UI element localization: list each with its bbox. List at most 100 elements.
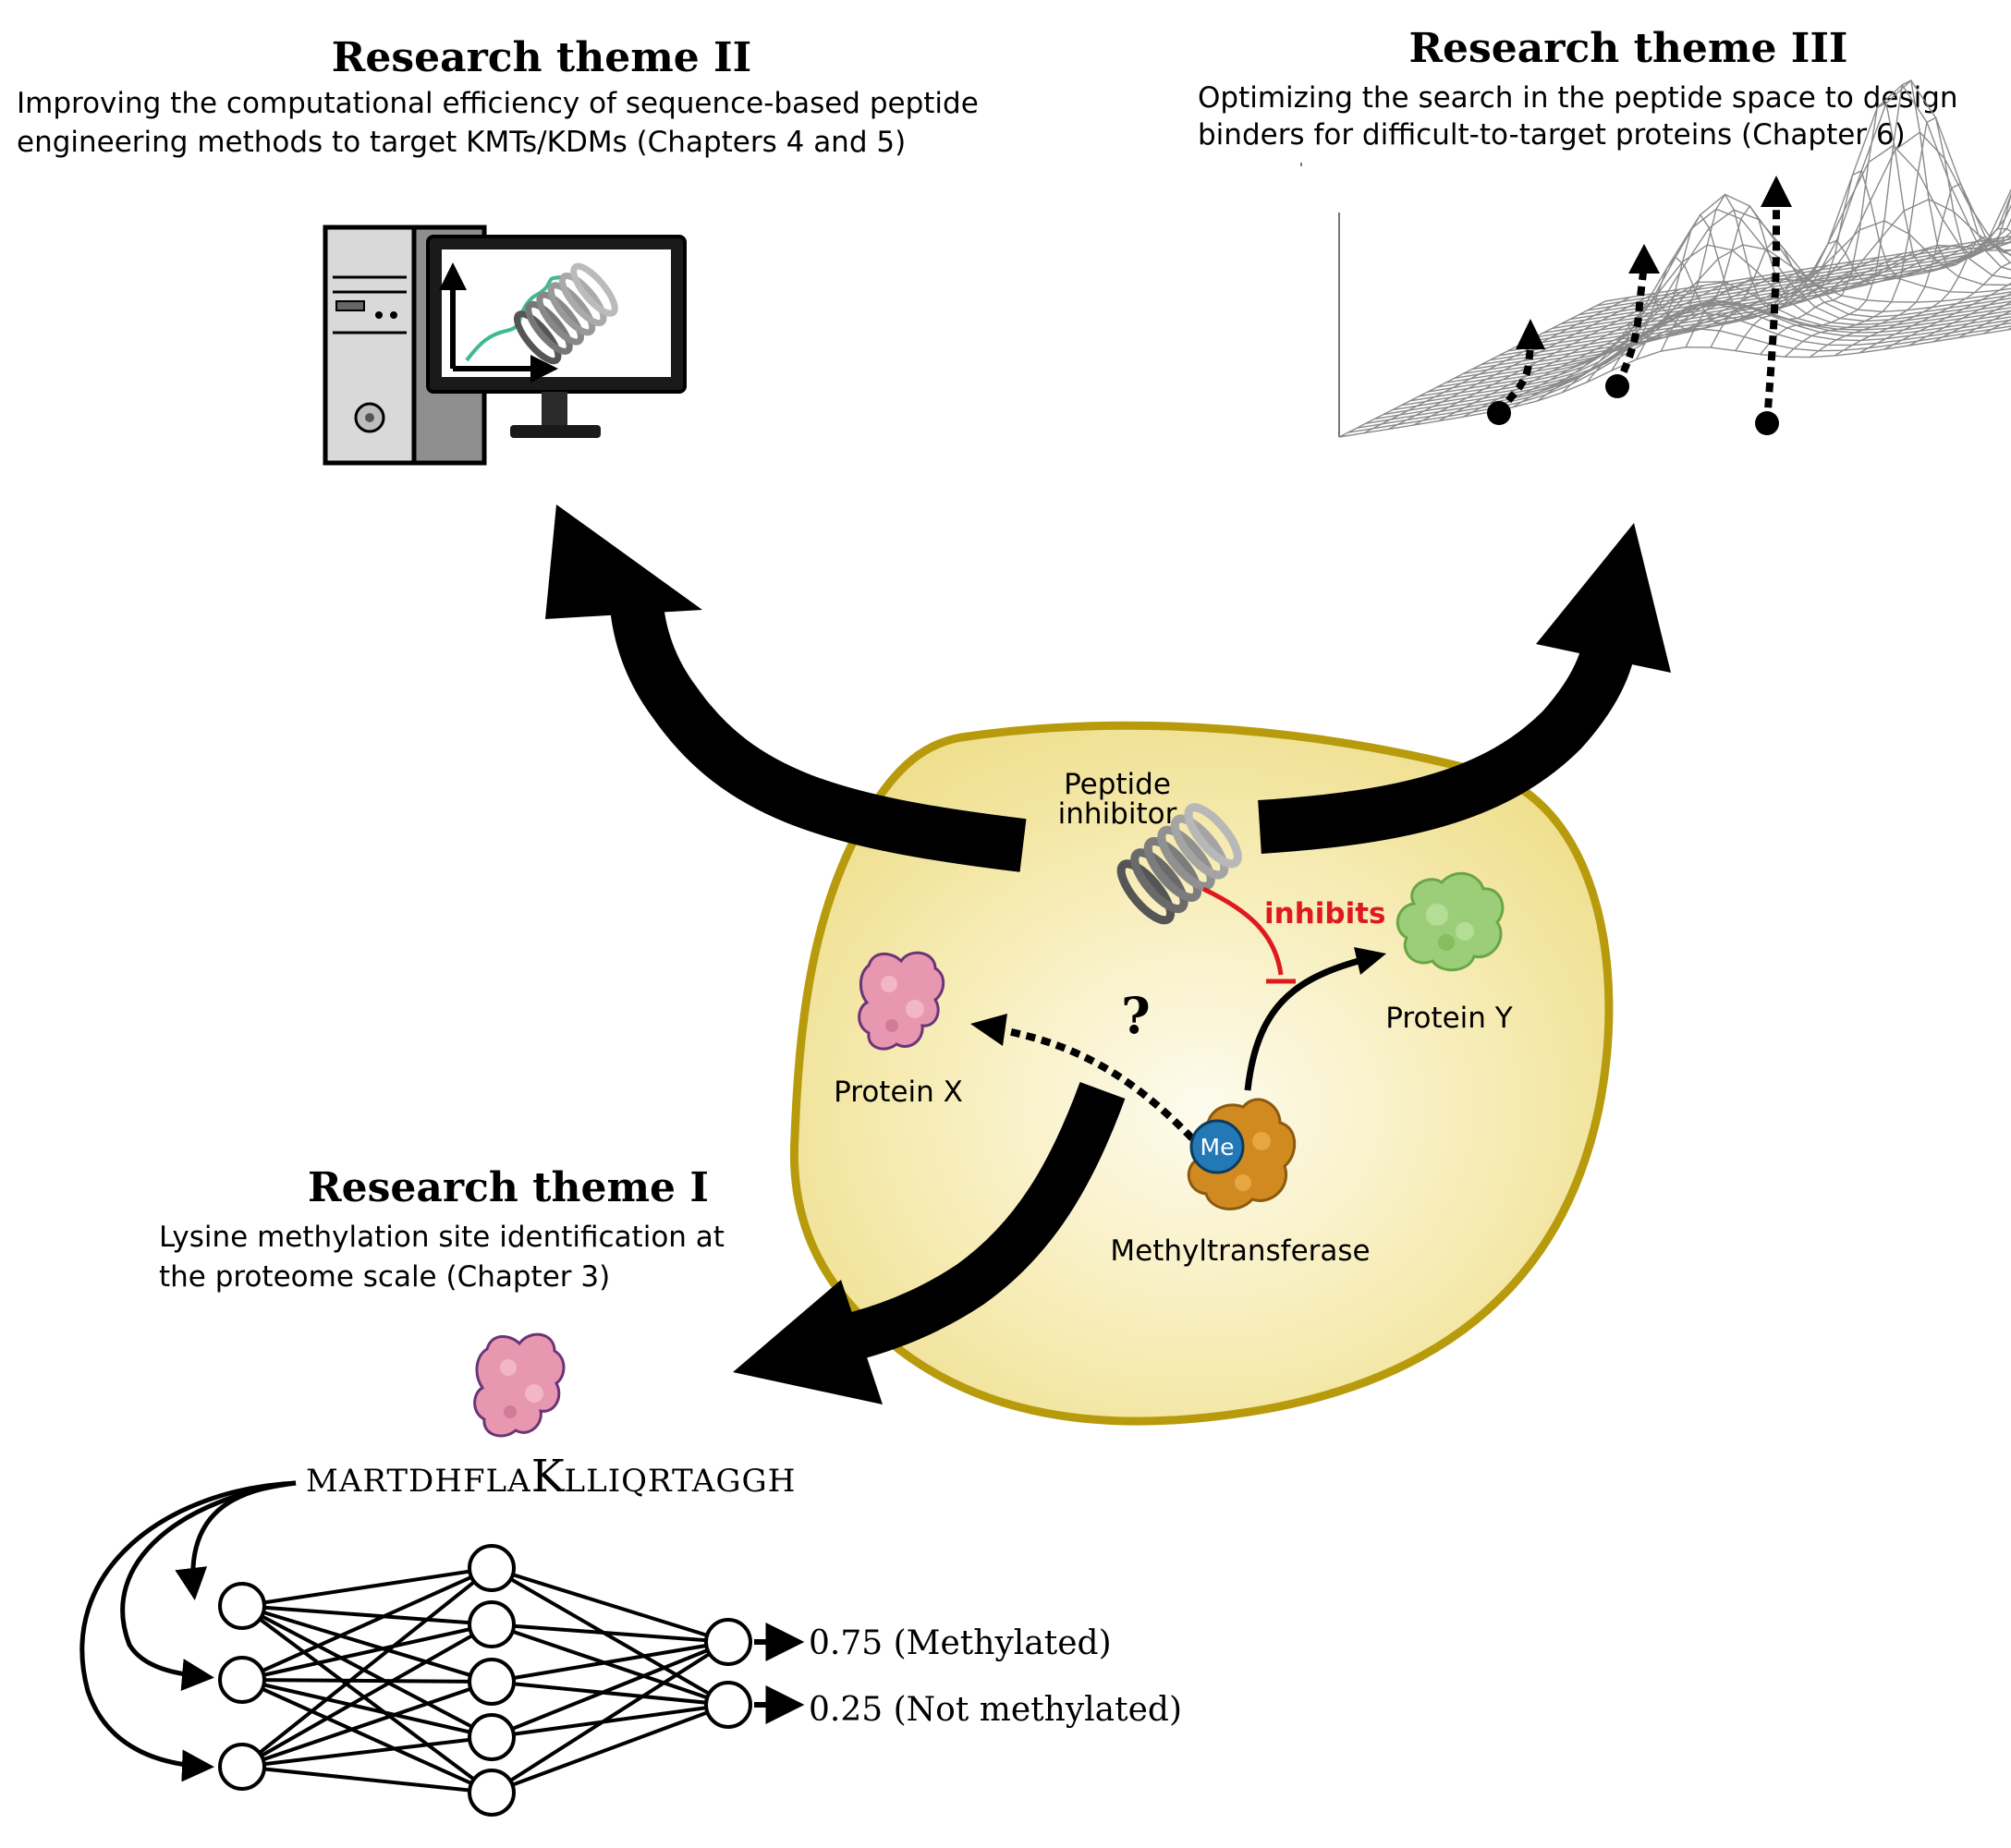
theme-iii-title: Research theme III bbox=[1408, 25, 1847, 72]
unknown-methylation-edge bbox=[970, 1014, 1195, 1141]
surface-gridline bbox=[1611, 213, 1879, 371]
theme-i-header: Research theme I Lysine methylation site… bbox=[159, 1164, 725, 1294]
surface-gridline bbox=[1784, 116, 2011, 358]
theme-iii-header: Research theme III Optimizing the search… bbox=[1198, 25, 1958, 152]
theme-i-desc-line1: Lysine methylation site identification a… bbox=[159, 1221, 725, 1254]
network-edge bbox=[241, 1566, 493, 1608]
surface-gridline bbox=[1561, 264, 1829, 394]
theme-i-protein-icon bbox=[473, 1332, 566, 1438]
surface-gridline bbox=[1357, 311, 2011, 429]
screen-helix-icon bbox=[513, 262, 618, 365]
network-edge bbox=[241, 1680, 493, 1769]
input-arrow bbox=[120, 1480, 297, 1692]
surface-gridline bbox=[1908, 292, 2011, 346]
theme-i-title: Research theme I bbox=[308, 1164, 709, 1211]
network-edge bbox=[240, 1566, 494, 1769]
surface-gridline bbox=[1512, 273, 1779, 408]
protein-y-icon bbox=[1396, 871, 1505, 972]
network-edge bbox=[241, 1604, 493, 1739]
surface-gridline bbox=[1487, 276, 1755, 414]
network-edge bbox=[491, 1680, 729, 1707]
network-node bbox=[468, 1713, 516, 1761]
output-not-methylated: 0.25 (Not methylated) bbox=[809, 1691, 1182, 1729]
network-node bbox=[704, 1618, 752, 1666]
network-edge bbox=[241, 1604, 493, 1626]
network-edge bbox=[491, 1640, 729, 1684]
arrow-to-theme-iii bbox=[1258, 523, 1671, 854]
network-edge bbox=[241, 1765, 493, 1794]
network-node bbox=[218, 1656, 266, 1704]
arrow-to-theme-ii bbox=[545, 505, 1027, 872]
output-methylated: 0.75 (Methylated) bbox=[809, 1624, 1112, 1662]
surface-gridline bbox=[1347, 325, 2011, 433]
network-node bbox=[468, 1544, 516, 1592]
protein-x-icon bbox=[858, 951, 945, 1051]
theme-iii-desc-line1: Optimizing the search in the peptide spa… bbox=[1198, 81, 1958, 115]
surface-gridline bbox=[1685, 238, 1953, 348]
fitness-landscape-plot bbox=[1300, 79, 2011, 438]
network-edge bbox=[241, 1735, 493, 1769]
network-edge bbox=[491, 1566, 729, 1644]
surface-gridline bbox=[1536, 268, 1804, 402]
landscape-surface bbox=[1338, 79, 2011, 438]
protein-x-label: Protein X bbox=[834, 1076, 963, 1109]
network-edge bbox=[490, 1640, 730, 1794]
network-node bbox=[468, 1769, 516, 1817]
unknown-target-mark: ? bbox=[1121, 986, 1151, 1045]
network-edge bbox=[241, 1678, 493, 1794]
network-edge bbox=[241, 1623, 493, 1682]
surface-gridline bbox=[1932, 301, 2011, 343]
surface-gridline bbox=[1710, 170, 1978, 348]
methyl-group-badge: Me bbox=[1189, 1119, 1245, 1174]
surface-gridline bbox=[1462, 280, 1730, 418]
computer-icon bbox=[323, 225, 687, 466]
protein-sequence: MARTDHFLAKLLIQRTAGGH bbox=[306, 1451, 796, 1502]
network-edge bbox=[241, 1623, 493, 1769]
surface-gridline bbox=[1660, 204, 1928, 352]
network-node bbox=[218, 1582, 266, 1630]
peptide-label-line2: inhibitor bbox=[1058, 797, 1177, 831]
theme-ii-desc-line1: Improving the computational efficiency o… bbox=[17, 87, 979, 120]
inhibits-label: inhibits bbox=[1264, 897, 1385, 930]
theme-iii-desc-line2: binders for difficult-to-target proteins… bbox=[1198, 118, 1906, 152]
network-edge bbox=[240, 1604, 494, 1794]
network-edge bbox=[490, 1566, 730, 1707]
sequence-prefix: MARTDHFLA bbox=[306, 1463, 531, 1500]
sequence-suffix: LLIQRTAGGH bbox=[565, 1463, 797, 1500]
network-edge bbox=[491, 1623, 729, 1707]
theme-ii-desc-line2: engineering methods to target KMTs/KDMs … bbox=[17, 126, 906, 159]
network-edge bbox=[241, 1604, 493, 1684]
surface-gridline bbox=[1834, 236, 2011, 357]
climb-path-1 bbox=[1487, 319, 1545, 425]
network-node bbox=[704, 1681, 752, 1729]
theme-ii-title: Research theme II bbox=[332, 34, 751, 81]
surface-gridline bbox=[1957, 310, 2011, 339]
surface-gridline bbox=[1338, 300, 1606, 438]
surface-gridline bbox=[1363, 297, 1631, 434]
network-edge bbox=[241, 1678, 493, 1684]
surface-gridline bbox=[1437, 285, 1705, 422]
surface-gridline bbox=[1586, 256, 1854, 383]
surface-gridline bbox=[1760, 79, 2011, 356]
network-edge bbox=[241, 1566, 493, 1682]
methyl-label: Me bbox=[1201, 1134, 1235, 1161]
surface-gridline bbox=[1883, 282, 2011, 350]
surface-gridline bbox=[1413, 288, 1680, 426]
network-node bbox=[468, 1600, 516, 1648]
inhibition-edge bbox=[1201, 886, 1296, 984]
methyltransferase-label: Methyltransferase bbox=[1110, 1234, 1370, 1268]
neural-network bbox=[79, 1480, 805, 1817]
climb-path-3 bbox=[1755, 176, 1792, 435]
arrow-to-theme-i bbox=[733, 1082, 1126, 1404]
peptide-helix-icon bbox=[1116, 803, 1242, 925]
sequence-lysine-site: K bbox=[531, 1451, 566, 1502]
green-curve bbox=[465, 275, 570, 362]
protein-y-label: Protein Y bbox=[1385, 1002, 1513, 1035]
theme-i-desc-line2: the proteome scale (Chapter 3) bbox=[159, 1260, 610, 1294]
network-edge bbox=[491, 1640, 729, 1739]
network-edge bbox=[491, 1623, 729, 1644]
peptide-label-line1: Peptide bbox=[1064, 768, 1171, 801]
input-arrow bbox=[79, 1480, 297, 1782]
surface-gridline bbox=[1809, 182, 2011, 359]
